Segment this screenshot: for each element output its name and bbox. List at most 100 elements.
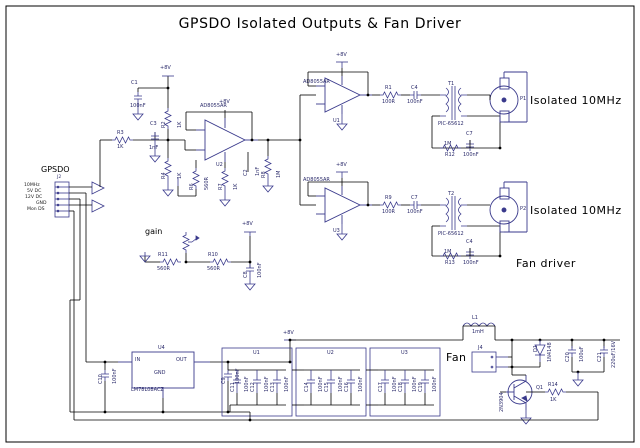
U1-opamp-symbol [316, 76, 372, 114]
R14-value: 1K [550, 397, 557, 403]
J4-symbol [471, 351, 508, 373]
sheet-border [5, 5, 635, 443]
gpsdo-label: GPSDO [41, 165, 70, 174]
U4-ref: U4 [158, 345, 165, 351]
P2-ref: P2 [520, 206, 527, 212]
C20-value: 100uF [579, 346, 585, 362]
iso-output-2-label: Isolated 10MHz [530, 204, 622, 217]
R1-ref: R1 [385, 85, 392, 91]
L1-symbol [462, 322, 496, 327]
C3-value: 1nF [149, 145, 159, 151]
C6-value: 100nF [407, 209, 423, 215]
P1-bnc-symbol [489, 71, 528, 123]
R11-value: 560R [157, 266, 171, 272]
C7-symbol [409, 90, 422, 100]
buffer-symbols [91, 181, 105, 213]
U3-opamp-symbol [316, 186, 372, 224]
C15-ref: C15 [324, 382, 330, 392]
R14-ref: R14 [548, 382, 558, 388]
T1-symbol [440, 86, 467, 120]
C21-value: 220uF/16V [611, 340, 617, 368]
C12-ref: C12 [250, 382, 256, 392]
Q1-ref: Q1 [536, 385, 544, 391]
T2-symbol [440, 196, 467, 230]
C11-ref: C11 [230, 382, 236, 392]
decoupling-block-1-ref: U1 [253, 350, 260, 356]
U2-ref: U2 [216, 162, 223, 168]
R11-symbol [159, 258, 182, 266]
R9-ref: R9 [385, 195, 392, 201]
rail-label-5: +8V [336, 162, 347, 168]
R4-ref: R4 [161, 172, 167, 179]
C1-ref: C1 [131, 80, 138, 86]
gnd-Q1 [520, 413, 532, 425]
P2-bnc-symbol [489, 181, 528, 233]
C4-ref: C7 [466, 131, 473, 137]
pin-label-5v: 5V DC [27, 189, 42, 194]
Q1-symbol [506, 375, 533, 410]
U2-opamp-symbol [196, 118, 258, 162]
T2-ref: T2 [448, 191, 455, 197]
C10-ref: C10 [98, 374, 104, 384]
U1-ref: U1 [333, 118, 340, 124]
gnd-R7 [219, 195, 231, 207]
C3-ref: C3 [150, 121, 157, 127]
C14-ref: C14 [304, 382, 310, 392]
gnd-R4 [162, 185, 174, 197]
rail-8v-gain [244, 231, 256, 236]
R6-value: 560R [204, 176, 210, 190]
gnd-C3 [149, 151, 161, 163]
gnd-C20 [572, 375, 584, 387]
gain-label: gain [145, 227, 163, 236]
L1-ref: L1 [472, 315, 478, 321]
R13-ref: R13 [445, 260, 455, 266]
R11-ref: R11 [158, 252, 168, 258]
R8-value: 1M [276, 170, 282, 179]
C8-ref: C8 [243, 271, 249, 278]
pin-label-10mhz: 10MHz [24, 183, 40, 188]
U4-regulator-symbol [118, 351, 210, 398]
D1-ref: D1 [533, 344, 539, 352]
C18-ref: C18 [398, 382, 404, 392]
R9-symbol [379, 201, 402, 209]
rail-label-6: +8V [283, 330, 294, 336]
L1-value: 1mH [472, 329, 484, 335]
C6-ref: C7 [411, 195, 418, 201]
connector-ref: J2 [57, 175, 62, 180]
R3-value: 1K [117, 144, 124, 150]
U3-part: AD8055AR [303, 177, 330, 183]
T1-part: PIC-65612 [438, 121, 464, 127]
C17-ref: C17 [378, 382, 384, 392]
R14-symbol [544, 388, 567, 396]
fan-driver-label: Fan driver [516, 257, 576, 270]
P1-ref: P1 [520, 96, 527, 102]
C16-ref: C16 [344, 382, 350, 392]
C7-value: 100nF [407, 99, 423, 105]
R10-value: 560R [207, 266, 221, 272]
R4-value: 1K [177, 172, 183, 179]
decoupling-block-3 [369, 347, 441, 417]
decoupling-block-1 [221, 347, 293, 417]
R9-value: 100R [382, 209, 396, 215]
C2-ref: C2 [243, 169, 249, 176]
C20-ref: C20 [565, 352, 571, 362]
C16-value: 100nF [358, 376, 364, 392]
U4-pin-out: OUT [176, 357, 187, 363]
C4-value: 100nF [463, 152, 479, 158]
decoupling-block-3-ref: U3 [401, 350, 408, 356]
rail-label-3: +8V [242, 221, 253, 227]
rail-label-1: +8V [160, 65, 171, 71]
U2-part: AD8055AR [200, 103, 227, 109]
R6-ref: R6 [189, 183, 195, 190]
pin-label-gnd: GND [36, 201, 47, 206]
connector-wires [69, 139, 250, 421]
R10-ref: R10 [208, 252, 218, 258]
R10-symbol [209, 258, 232, 266]
gnd-R8 [262, 181, 274, 193]
decoupling-block-2-ref: U2 [327, 350, 334, 356]
rail-label-4: +8V [336, 52, 347, 58]
R7-ref: R7 [218, 183, 224, 190]
R7-value: 1K [233, 183, 239, 190]
